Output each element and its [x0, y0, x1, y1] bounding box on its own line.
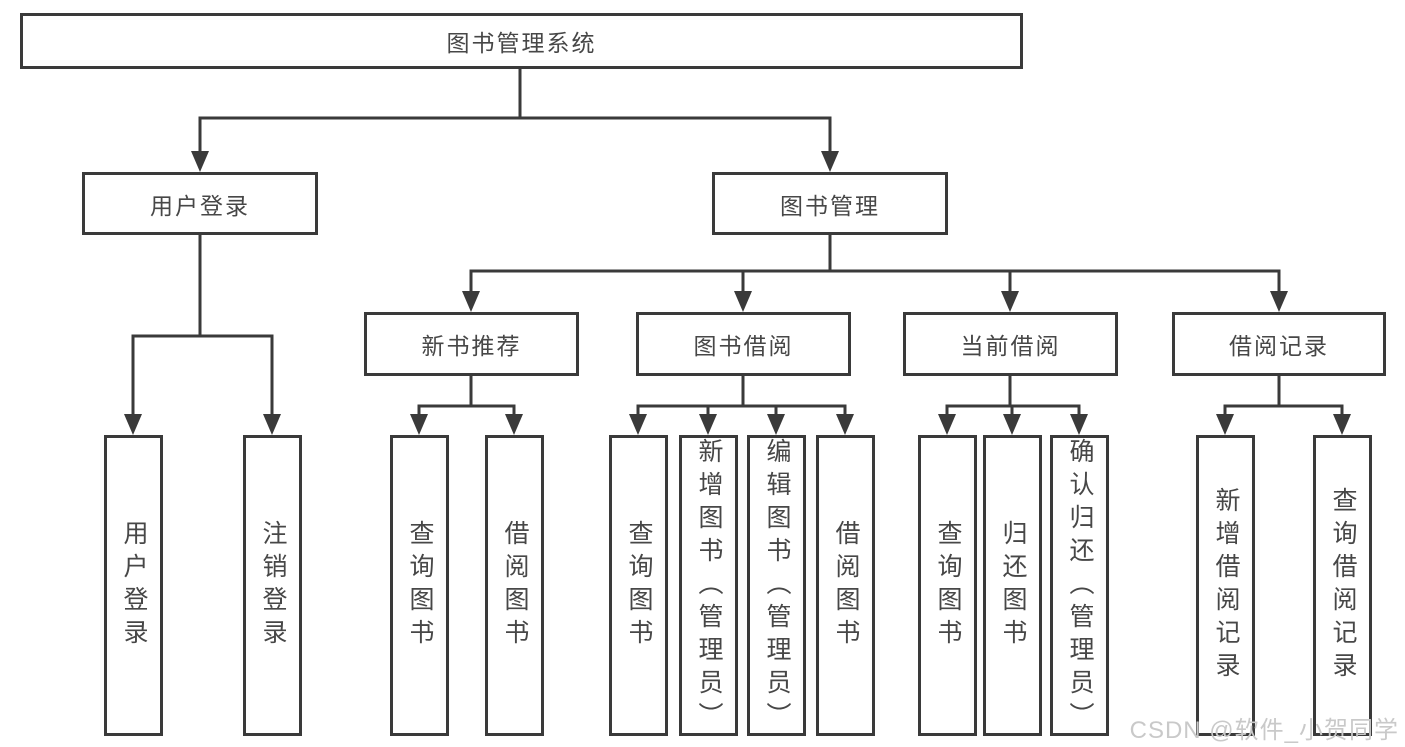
- arrow-down-icon: [821, 151, 839, 172]
- leaf-user-login: 用户登录: [104, 435, 163, 736]
- leaf-logout: 注销登录: [243, 435, 302, 736]
- leaf-query-borrow-record: 查询借阅记录: [1313, 435, 1372, 736]
- arrow-down-icon: [191, 151, 209, 172]
- arrow-down-icon: [1216, 414, 1234, 435]
- node-new-book-recommend: 新书推荐: [364, 312, 579, 376]
- leaf-add-borrow-record: 新增借阅记录: [1196, 435, 1255, 736]
- node-current-borrow: 当前借阅: [903, 312, 1118, 376]
- arrow-down-icon: [938, 414, 956, 435]
- connector-user-login-children: [124, 235, 281, 435]
- arrow-down-icon: [1003, 414, 1021, 435]
- connector-book-borrow-children: [629, 376, 854, 435]
- arrow-down-icon: [836, 414, 854, 435]
- arrow-down-icon: [699, 414, 717, 435]
- leaf-borrow-books: 借阅图书: [816, 435, 875, 736]
- connector-current-borrow-children: [938, 376, 1088, 435]
- arrow-down-icon: [410, 414, 428, 435]
- node-book-borrow: 图书借阅: [636, 312, 851, 376]
- node-root-system: 图书管理系统: [20, 13, 1023, 69]
- node-user-login: 用户登录: [82, 172, 318, 235]
- connector-root-to-level2: [191, 68, 839, 172]
- leaf-edit-books-admin: 编辑图书（管理员）: [747, 435, 806, 736]
- arrow-down-icon: [767, 414, 785, 435]
- leaf-query-books-recommend: 查询图书: [390, 435, 449, 736]
- leaf-borrow-books-recommend: 借阅图书: [485, 435, 544, 736]
- arrow-down-icon: [1333, 414, 1351, 435]
- arrow-down-icon: [462, 291, 480, 312]
- csdn-watermark: CSDN @软件_小贺同学: [1129, 717, 1399, 744]
- arrow-down-icon: [734, 291, 752, 312]
- arrow-down-icon: [505, 414, 523, 435]
- connector-borrow-record-children: [1216, 376, 1351, 435]
- connector-book-management-children: [462, 235, 1288, 312]
- leaf-query-books-borrow: 查询图书: [609, 435, 668, 736]
- leaf-return-books: 归还图书: [983, 435, 1042, 736]
- arrow-down-icon: [1070, 414, 1088, 435]
- leaf-add-books-admin: 新增图书（管理员）: [679, 435, 738, 736]
- node-book-management: 图书管理: [712, 172, 948, 235]
- arrow-down-icon: [124, 414, 142, 435]
- arrow-down-icon: [1270, 291, 1288, 312]
- leaf-query-books-current: 查询图书: [918, 435, 977, 736]
- leaf-confirm-return-admin: 确认归还（管理员）: [1050, 435, 1109, 736]
- connector-new-book-children: [410, 376, 523, 435]
- arrow-down-icon: [263, 414, 281, 435]
- arrow-down-icon: [629, 414, 647, 435]
- arrow-down-icon: [1001, 291, 1019, 312]
- node-borrow-records: 借阅记录: [1172, 312, 1386, 376]
